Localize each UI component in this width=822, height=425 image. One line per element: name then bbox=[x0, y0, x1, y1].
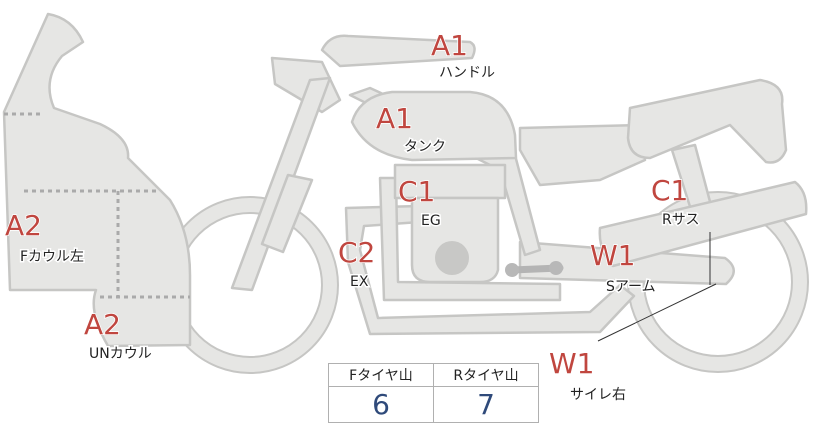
tire-tread-table: Fタイヤ山 Rタイヤ山 6 7 bbox=[328, 363, 539, 423]
part-tank: タンク bbox=[404, 139, 446, 155]
callout-front-cowl-left: A2 Fカウル左 bbox=[4, 208, 85, 266]
callout-silencer-right: W1 サイレ右 bbox=[548, 346, 627, 404]
grade-swing-arm: W1 bbox=[590, 239, 636, 272]
part-under-cowl: UNカウル bbox=[89, 346, 152, 362]
callout-tank: A1 タンク bbox=[375, 101, 447, 156]
engine-head bbox=[393, 163, 507, 200]
engine-cover bbox=[435, 241, 469, 275]
seat bbox=[626, 78, 788, 164]
silencer-leader bbox=[597, 283, 717, 342]
part-swing-arm: Sアーム bbox=[606, 279, 656, 295]
grade-exhaust: C2 bbox=[338, 236, 375, 269]
rear-subframe bbox=[518, 123, 647, 187]
part-exhaust: EX bbox=[350, 274, 369, 290]
grade-silencer-right: W1 bbox=[549, 347, 595, 380]
fork-boot bbox=[260, 173, 314, 254]
grade-engine: C1 bbox=[398, 175, 435, 208]
callout-under-cowl: A2 UNカウル bbox=[83, 307, 153, 363]
rear-tread-label: Rタイヤ山 bbox=[433, 363, 539, 387]
part-handle: ハンドル bbox=[439, 65, 495, 81]
front-cowl bbox=[2, 12, 192, 348]
part-silencer-right: サイレ右 bbox=[570, 387, 626, 403]
callout-handle: A1 ハンドル bbox=[430, 28, 496, 82]
pivot-bolt-left bbox=[505, 263, 519, 277]
callout-exhaust: C2 EX bbox=[337, 235, 376, 291]
tread-value-row: 6 7 bbox=[328, 386, 539, 423]
grade-front-cowl-left: A2 bbox=[5, 209, 42, 242]
handlebar bbox=[320, 34, 476, 68]
fuel-tank bbox=[350, 90, 518, 162]
front-tread-label: Fタイヤ山 bbox=[328, 363, 434, 387]
pivot-bolt-right bbox=[549, 261, 563, 275]
grade-tank: A1 bbox=[376, 102, 413, 135]
rear-tread-value: 7 bbox=[433, 386, 539, 423]
part-engine: EG bbox=[421, 213, 441, 229]
front-tread-value: 6 bbox=[328, 386, 434, 423]
grade-handle: A1 bbox=[431, 29, 468, 62]
grade-rear-suspension: C1 bbox=[651, 174, 688, 207]
grade-under-cowl: A2 bbox=[84, 308, 121, 341]
callout-engine: C1 EG bbox=[397, 174, 442, 230]
engine-block bbox=[410, 196, 500, 284]
part-front-cowl-left: Fカウル左 bbox=[20, 249, 84, 265]
tread-header-row: Fタイヤ山 Rタイヤ山 bbox=[328, 363, 539, 387]
callout-rear-suspension: C1 Rサス bbox=[650, 173, 701, 229]
part-rear-suspension: Rサス bbox=[662, 212, 699, 228]
front-fork bbox=[230, 76, 332, 292]
callout-swing-arm: W1 Sアーム bbox=[589, 238, 657, 296]
silencer bbox=[598, 180, 808, 268]
